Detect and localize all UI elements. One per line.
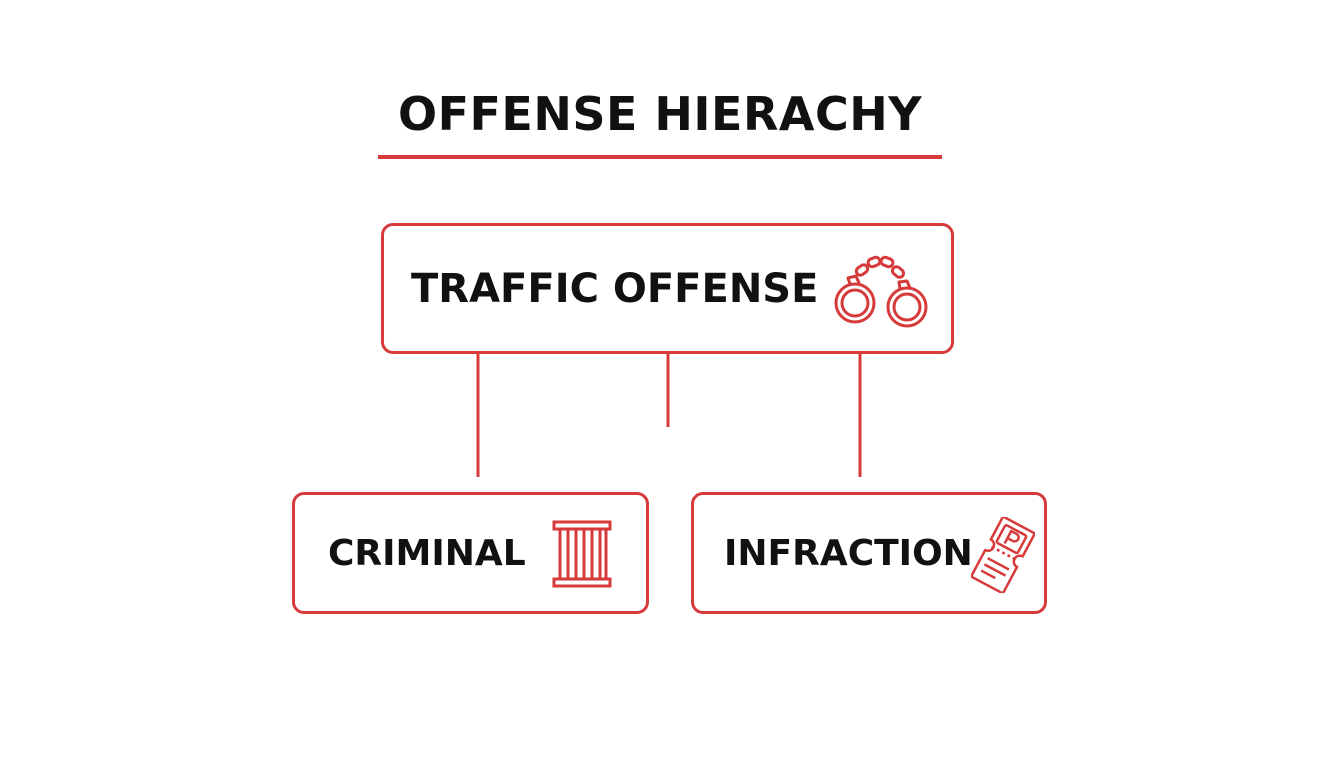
handcuffs-icon — [834, 255, 928, 328]
jail-bars-icon — [552, 520, 612, 588]
node-infraction-label: INFRACTION — [724, 532, 973, 574]
parking-ticket-icon — [971, 517, 1035, 593]
title-underline — [378, 155, 942, 159]
diagram-title: OFFENSE HIERACHY — [397, 87, 923, 141]
node-infraction: INFRACTION — [691, 492, 1047, 614]
node-criminal-label: CRIMINAL — [328, 532, 526, 574]
node-criminal: CRIMINAL — [292, 492, 649, 614]
node-traffic-offense: TRAFFIC OFFENSE — [381, 223, 954, 354]
node-traffic-offense-label: TRAFFIC OFFENSE — [411, 265, 819, 312]
